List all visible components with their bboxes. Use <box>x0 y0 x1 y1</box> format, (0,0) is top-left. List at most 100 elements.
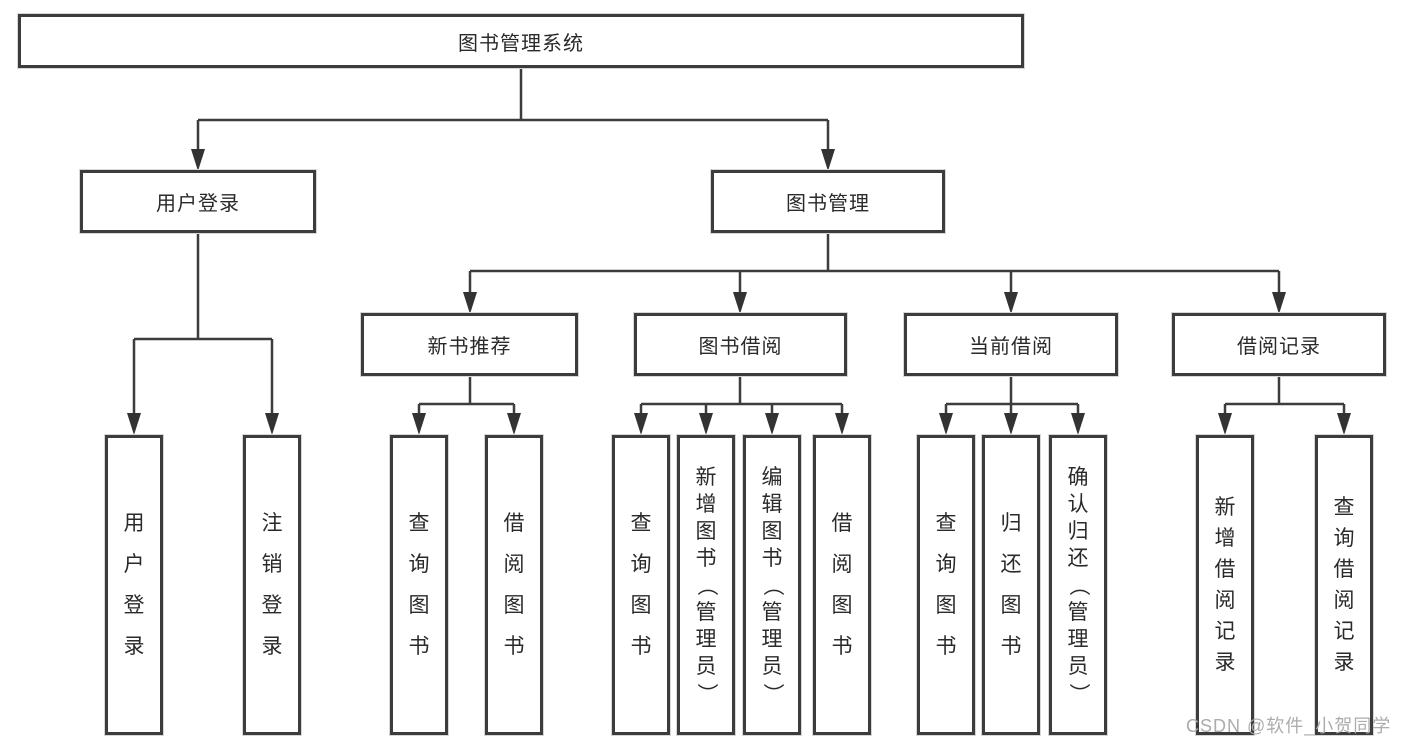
connector-root-to-level2 <box>196 68 830 150</box>
arrow-down-icon <box>1071 413 1085 435</box>
vertical-label-char: 员 <box>695 654 717 678</box>
vertical-label-char: 员 <box>761 654 783 678</box>
leaf-query-books-recommend: 查询图书 <box>390 435 448 735</box>
node-borrow-records: 借阅记录 <box>1172 313 1386 376</box>
arrow-down-icon <box>821 149 835 171</box>
vertical-label-char: （ <box>760 574 784 596</box>
arrow-down-icon <box>127 413 141 435</box>
vertical-label-char: 查 <box>408 512 430 535</box>
vertical-label-char: 图 <box>935 594 957 617</box>
vertical-label-char: 新 <box>1214 496 1236 519</box>
vertical-label-char: 确 <box>1067 465 1089 489</box>
vertical-label-char: 借 <box>831 512 853 535</box>
arrow-down-icon <box>1004 413 1018 435</box>
vertical-label-char: 注 <box>261 512 283 535</box>
vertical-label-char: 认 <box>1067 492 1089 516</box>
vertical-label-char: 图 <box>1000 594 1022 617</box>
vertical-label-char: 图 <box>761 519 783 543</box>
vertical-label-char: 图 <box>408 594 430 617</box>
vertical-label-char: ） <box>694 682 718 704</box>
vertical-label-char: 阅 <box>1333 589 1355 612</box>
node-current-borrow: 当前借阅 <box>904 313 1118 376</box>
connector-user-login-children <box>132 233 274 413</box>
arrow-down-icon <box>733 292 747 314</box>
arrow-down-icon <box>1004 292 1018 314</box>
node-book-borrow: 图书借阅 <box>634 313 847 376</box>
vertical-label-char: 借 <box>1333 558 1355 581</box>
vertical-label-char: 询 <box>935 553 957 576</box>
vertical-label-char: 查 <box>1333 496 1355 519</box>
arrow-down-icon <box>191 149 205 171</box>
leaf-borrow-books: 借阅图书 <box>813 435 871 735</box>
node-label: 当前借阅 <box>969 336 1053 358</box>
vertical-label-char: 询 <box>408 553 430 576</box>
connector-borrow-records-children <box>1223 376 1346 413</box>
vertical-label-char: （ <box>694 574 718 596</box>
leaf-query-books-current: 查询图书 <box>917 435 975 735</box>
vertical-label-char: 理 <box>1067 627 1089 651</box>
vertical-label-char: 户 <box>123 553 145 576</box>
node-user-login: 用户登录 <box>80 170 316 233</box>
vertical-label-char: 书 <box>503 635 525 658</box>
vertical-label-char: 辑 <box>761 492 783 516</box>
vertical-label-char: 询 <box>630 553 652 576</box>
leaf-logout: 注销登录 <box>243 435 301 735</box>
arrow-down-icon <box>1272 292 1286 314</box>
arrow-down-icon <box>634 413 648 435</box>
leaf-add-books-admin: 新增图书（管理员） <box>677 435 735 735</box>
vertical-label-char: 图 <box>695 519 717 543</box>
vertical-label-char: 查 <box>630 512 652 535</box>
vertical-label-char: 记 <box>1333 620 1355 643</box>
node-label: 图书借阅 <box>698 336 783 358</box>
arrow-down-icon <box>939 413 953 435</box>
arrow-down-icon <box>765 413 779 435</box>
arrow-down-icon <box>1337 413 1351 435</box>
vertical-label-char: 阅 <box>1214 589 1236 612</box>
connector-new-book-children <box>417 376 516 413</box>
vertical-label-char: ） <box>760 682 784 704</box>
vertical-label-char: 管 <box>761 600 783 624</box>
vertical-label-char: 归 <box>1067 519 1089 543</box>
vertical-label-char: 书 <box>695 546 717 570</box>
vertical-label-char: 录 <box>261 635 283 658</box>
arrow-down-icon <box>1218 413 1232 435</box>
leaf-edit-books-admin: 编辑图书（管理员） <box>743 435 801 735</box>
node-root-system: 图书管理系统 <box>18 14 1024 68</box>
vertical-label-char: 图 <box>503 594 525 617</box>
arrow-down-icon <box>835 413 849 435</box>
node-label: 新书推荐 <box>427 336 512 358</box>
leaf-user-login: 用户登录 <box>105 435 163 735</box>
vertical-label-char: 借 <box>503 512 525 535</box>
arrow-down-icon <box>412 413 426 435</box>
vertical-label-char: 增 <box>695 492 717 516</box>
vertical-label-char: 录 <box>1333 651 1355 674</box>
vertical-label-char: 理 <box>761 627 783 651</box>
leaf-borrow-books-recommend: 借阅图书 <box>485 435 543 735</box>
vertical-label-char: 查 <box>935 512 957 535</box>
leaf-confirm-return-admin: 确认归还（管理员） <box>1049 435 1107 735</box>
arrow-down-icon <box>463 292 477 314</box>
connector-book-management-children <box>468 233 1281 292</box>
vertical-label-char: 书 <box>630 635 652 658</box>
node-label: 图书管理 <box>786 193 870 215</box>
vertical-label-char: 归 <box>1000 512 1022 535</box>
vertical-label-char: 还 <box>1067 546 1089 570</box>
leaf-query-books-borrow: 查询图书 <box>612 435 670 735</box>
vertical-label-char: 询 <box>1333 527 1355 550</box>
arrow-down-icon <box>265 413 279 435</box>
vertical-label-char: 用 <box>123 512 145 535</box>
vertical-label-char: （ <box>1066 574 1090 596</box>
vertical-label-char: 书 <box>408 635 430 658</box>
vertical-label-char: 借 <box>1214 558 1236 581</box>
vertical-label-char: 新 <box>695 465 717 489</box>
node-label: 用户登录 <box>156 193 240 215</box>
connector-current-borrow-children <box>944 376 1080 413</box>
vertical-label-char: 阅 <box>831 553 853 576</box>
vertical-label-char: 销 <box>261 553 283 576</box>
vertical-label-char: 编 <box>761 465 783 489</box>
leaf-add-borrow-record: 新增借阅记录 <box>1196 435 1254 735</box>
leaf-query-borrow-record: 查询借阅记录 <box>1315 435 1373 735</box>
vertical-label-char: 管 <box>1067 600 1089 624</box>
vertical-label-char: 还 <box>1000 553 1022 576</box>
